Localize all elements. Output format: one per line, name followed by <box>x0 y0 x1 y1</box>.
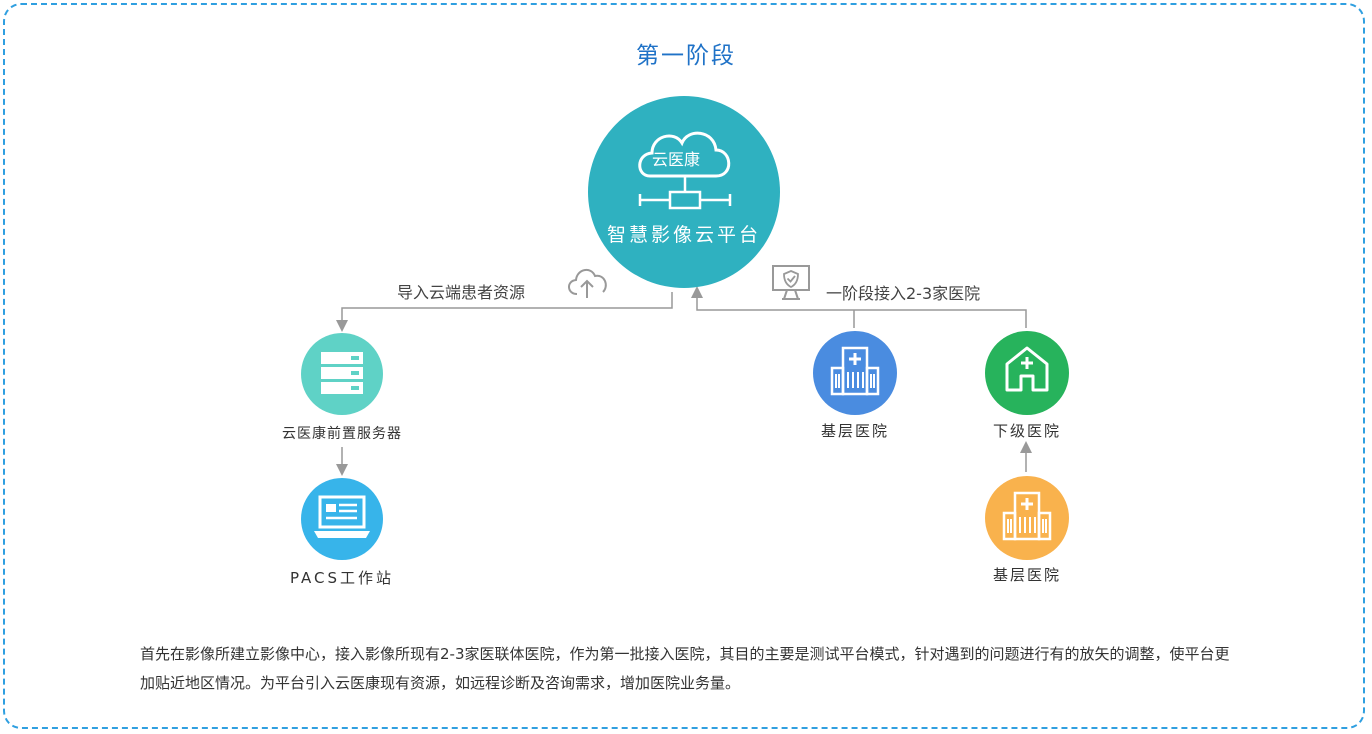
stage-title: 第一阶段 <box>636 43 736 69</box>
access-label: 一阶段接入2-3家医院 <box>826 284 981 303</box>
primary-hospital-a-label: 基层医院 <box>820 422 889 440</box>
pacs-label: PACS工作站 <box>289 569 395 587</box>
monitor-shield-icon <box>772 265 810 300</box>
dashed-frame <box>3 3 1365 729</box>
import-connector <box>336 292 673 332</box>
hospital-icon <box>830 346 880 396</box>
server-label: 云医康前置服务器 <box>282 426 402 442</box>
primary-hospital-b-circle <box>985 476 1069 560</box>
network-icon <box>638 176 732 210</box>
access-connector <box>697 292 1027 328</box>
server-icon <box>321 352 363 394</box>
home-cross-icon <box>1005 346 1049 392</box>
lower-hospital-circle <box>985 331 1069 415</box>
laptop-icon <box>314 495 370 538</box>
description-text: 首先在影像所建立影像中心，接入影像所现有2-3家医联体医院，作为第一批接入医院，… <box>140 645 1230 692</box>
platform-cloud-label: 云医康 <box>651 150 700 169</box>
import-label: 导入云端患者资源 <box>397 283 526 302</box>
platform-name: 智慧影像云平台 <box>606 224 761 246</box>
hospital-icon <box>1002 491 1052 541</box>
cloud-icon <box>638 131 731 178</box>
lower-hospital-label: 下级医院 <box>992 422 1061 440</box>
primary-hospital-b-label: 基层医院 <box>992 566 1061 584</box>
primary-hospital-a-circle <box>813 331 897 415</box>
cloud-upload-icon <box>568 268 607 298</box>
